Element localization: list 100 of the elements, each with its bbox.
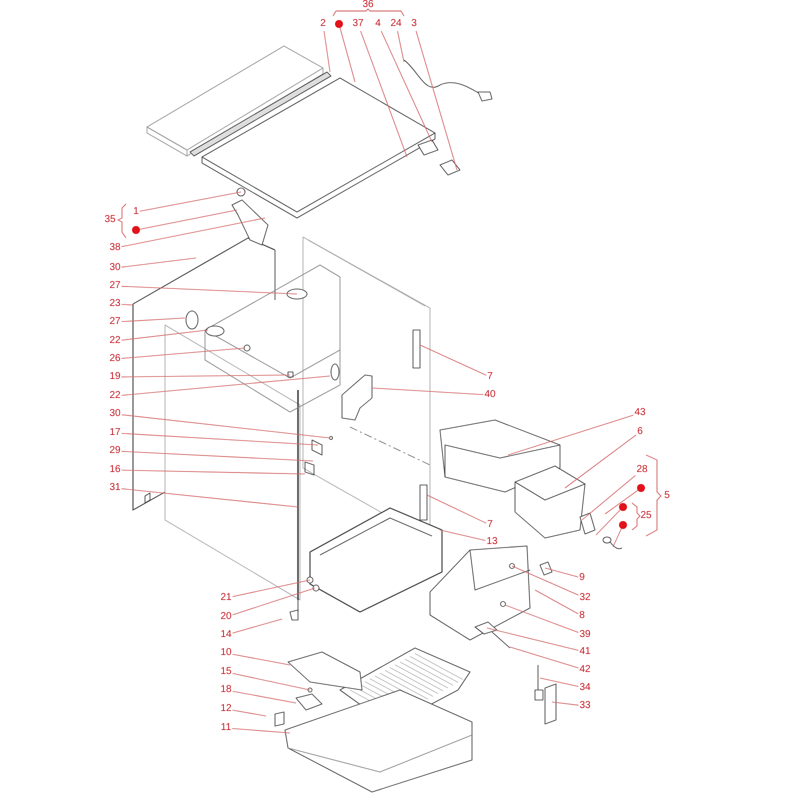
leader-line (360, 30, 408, 158)
leader-line (121, 374, 290, 378)
leader-line (380, 30, 432, 142)
leader-line (552, 702, 579, 706)
leader-line (232, 580, 310, 597)
callout-number: 41 (579, 646, 591, 658)
callout-number: 23 (109, 298, 121, 310)
callout-number: 32 (579, 592, 591, 604)
leader-line (121, 450, 314, 462)
callout-number: 29 (109, 445, 121, 457)
leader-line (612, 528, 622, 548)
leader-line (232, 618, 282, 634)
leader-line (564, 434, 637, 488)
callout-number: 16 (109, 464, 121, 476)
marker-dot (619, 521, 627, 529)
leader-line (121, 433, 318, 446)
callout-number: 24 (390, 18, 402, 30)
marker-dot (335, 20, 343, 28)
leader-line (121, 414, 330, 438)
leader-line (440, 530, 486, 541)
callout-number: 12 (220, 703, 232, 715)
leader-line (121, 348, 246, 359)
callout-number: 5 (664, 490, 670, 502)
leader-line (540, 678, 579, 687)
callout-number: 8 (579, 610, 585, 622)
callout-number: 21 (220, 592, 232, 604)
callout-number: 14 (220, 629, 232, 641)
callout-number: 1 (133, 206, 139, 218)
callout-number: 35 (104, 214, 116, 226)
leader-line (232, 588, 316, 616)
callout-number: 38 (109, 242, 121, 254)
callout-number: 27 (109, 280, 121, 292)
leader-line (232, 690, 296, 704)
callout-number: 7 (487, 371, 493, 383)
callout-number: 3 (411, 18, 417, 30)
leader-line (139, 192, 242, 212)
callout-number: 37 (352, 18, 364, 30)
leader-line (604, 490, 638, 514)
callout-number: 42 (579, 664, 591, 676)
leader-line (426, 494, 487, 524)
callout-number: 9 (579, 572, 585, 584)
callout-number: 15 (220, 666, 232, 678)
leader-line (340, 27, 356, 82)
marker-dot (132, 226, 140, 234)
leader-line (232, 654, 290, 666)
leader-line (486, 628, 579, 651)
leader-line (121, 304, 134, 306)
leader-line (232, 710, 266, 716)
marker-dot (637, 484, 645, 492)
leader-line (121, 376, 330, 396)
callout-number: 20 (220, 611, 232, 623)
callout-number: 33 (579, 700, 591, 712)
callout-number: 22 (109, 390, 121, 402)
leader-line (544, 568, 579, 578)
leader-line (121, 488, 298, 508)
leader-line (534, 590, 579, 614)
callout-number: 22 (109, 335, 121, 347)
callout-number: 34 (579, 682, 591, 694)
callout-number: 31 (109, 482, 121, 494)
leader-line (232, 673, 310, 690)
leader-line (121, 318, 186, 322)
leader-line (596, 509, 621, 536)
leader-line (121, 258, 196, 268)
callout-number: 39 (579, 629, 591, 641)
callout-number: 18 (220, 684, 232, 696)
callout-number: 40 (484, 389, 496, 401)
callout-number: 43 (634, 407, 646, 419)
leader-line (416, 30, 458, 170)
leader-line (121, 218, 266, 248)
leader-line (504, 604, 579, 633)
callout-number: 30 (109, 262, 121, 274)
leader-line (372, 388, 484, 395)
callout-number: 36 (362, 0, 374, 11)
callout-number: 28 (636, 464, 648, 476)
callout-number: 7 (487, 519, 493, 531)
marker-dot (619, 503, 627, 511)
callout-number: 13 (486, 536, 498, 548)
leader-line (420, 344, 487, 376)
callout-number: 11 (220, 722, 232, 734)
leader-line (324, 30, 330, 72)
callout-number: 2 (320, 18, 326, 30)
callout-number: 26 (109, 353, 121, 365)
leader-line (232, 728, 290, 734)
leader-line (140, 210, 238, 230)
leader-line (512, 566, 579, 596)
callout-number: 25 (640, 510, 652, 522)
leader-line (508, 414, 634, 456)
callout-number: 19 (109, 371, 121, 383)
callout-number: 4 (375, 18, 381, 30)
leader-line (397, 30, 404, 62)
callout-number: 6 (637, 426, 643, 438)
callout-number: 10 (220, 647, 232, 659)
callout-number: 17 (109, 427, 121, 439)
leader-line (121, 470, 306, 474)
leader-line (510, 646, 579, 668)
callout-number: 30 (109, 408, 121, 420)
callout-number: 27 (109, 316, 121, 328)
leader-line (121, 286, 298, 294)
leader-line (121, 330, 208, 341)
leader-line (582, 475, 636, 520)
